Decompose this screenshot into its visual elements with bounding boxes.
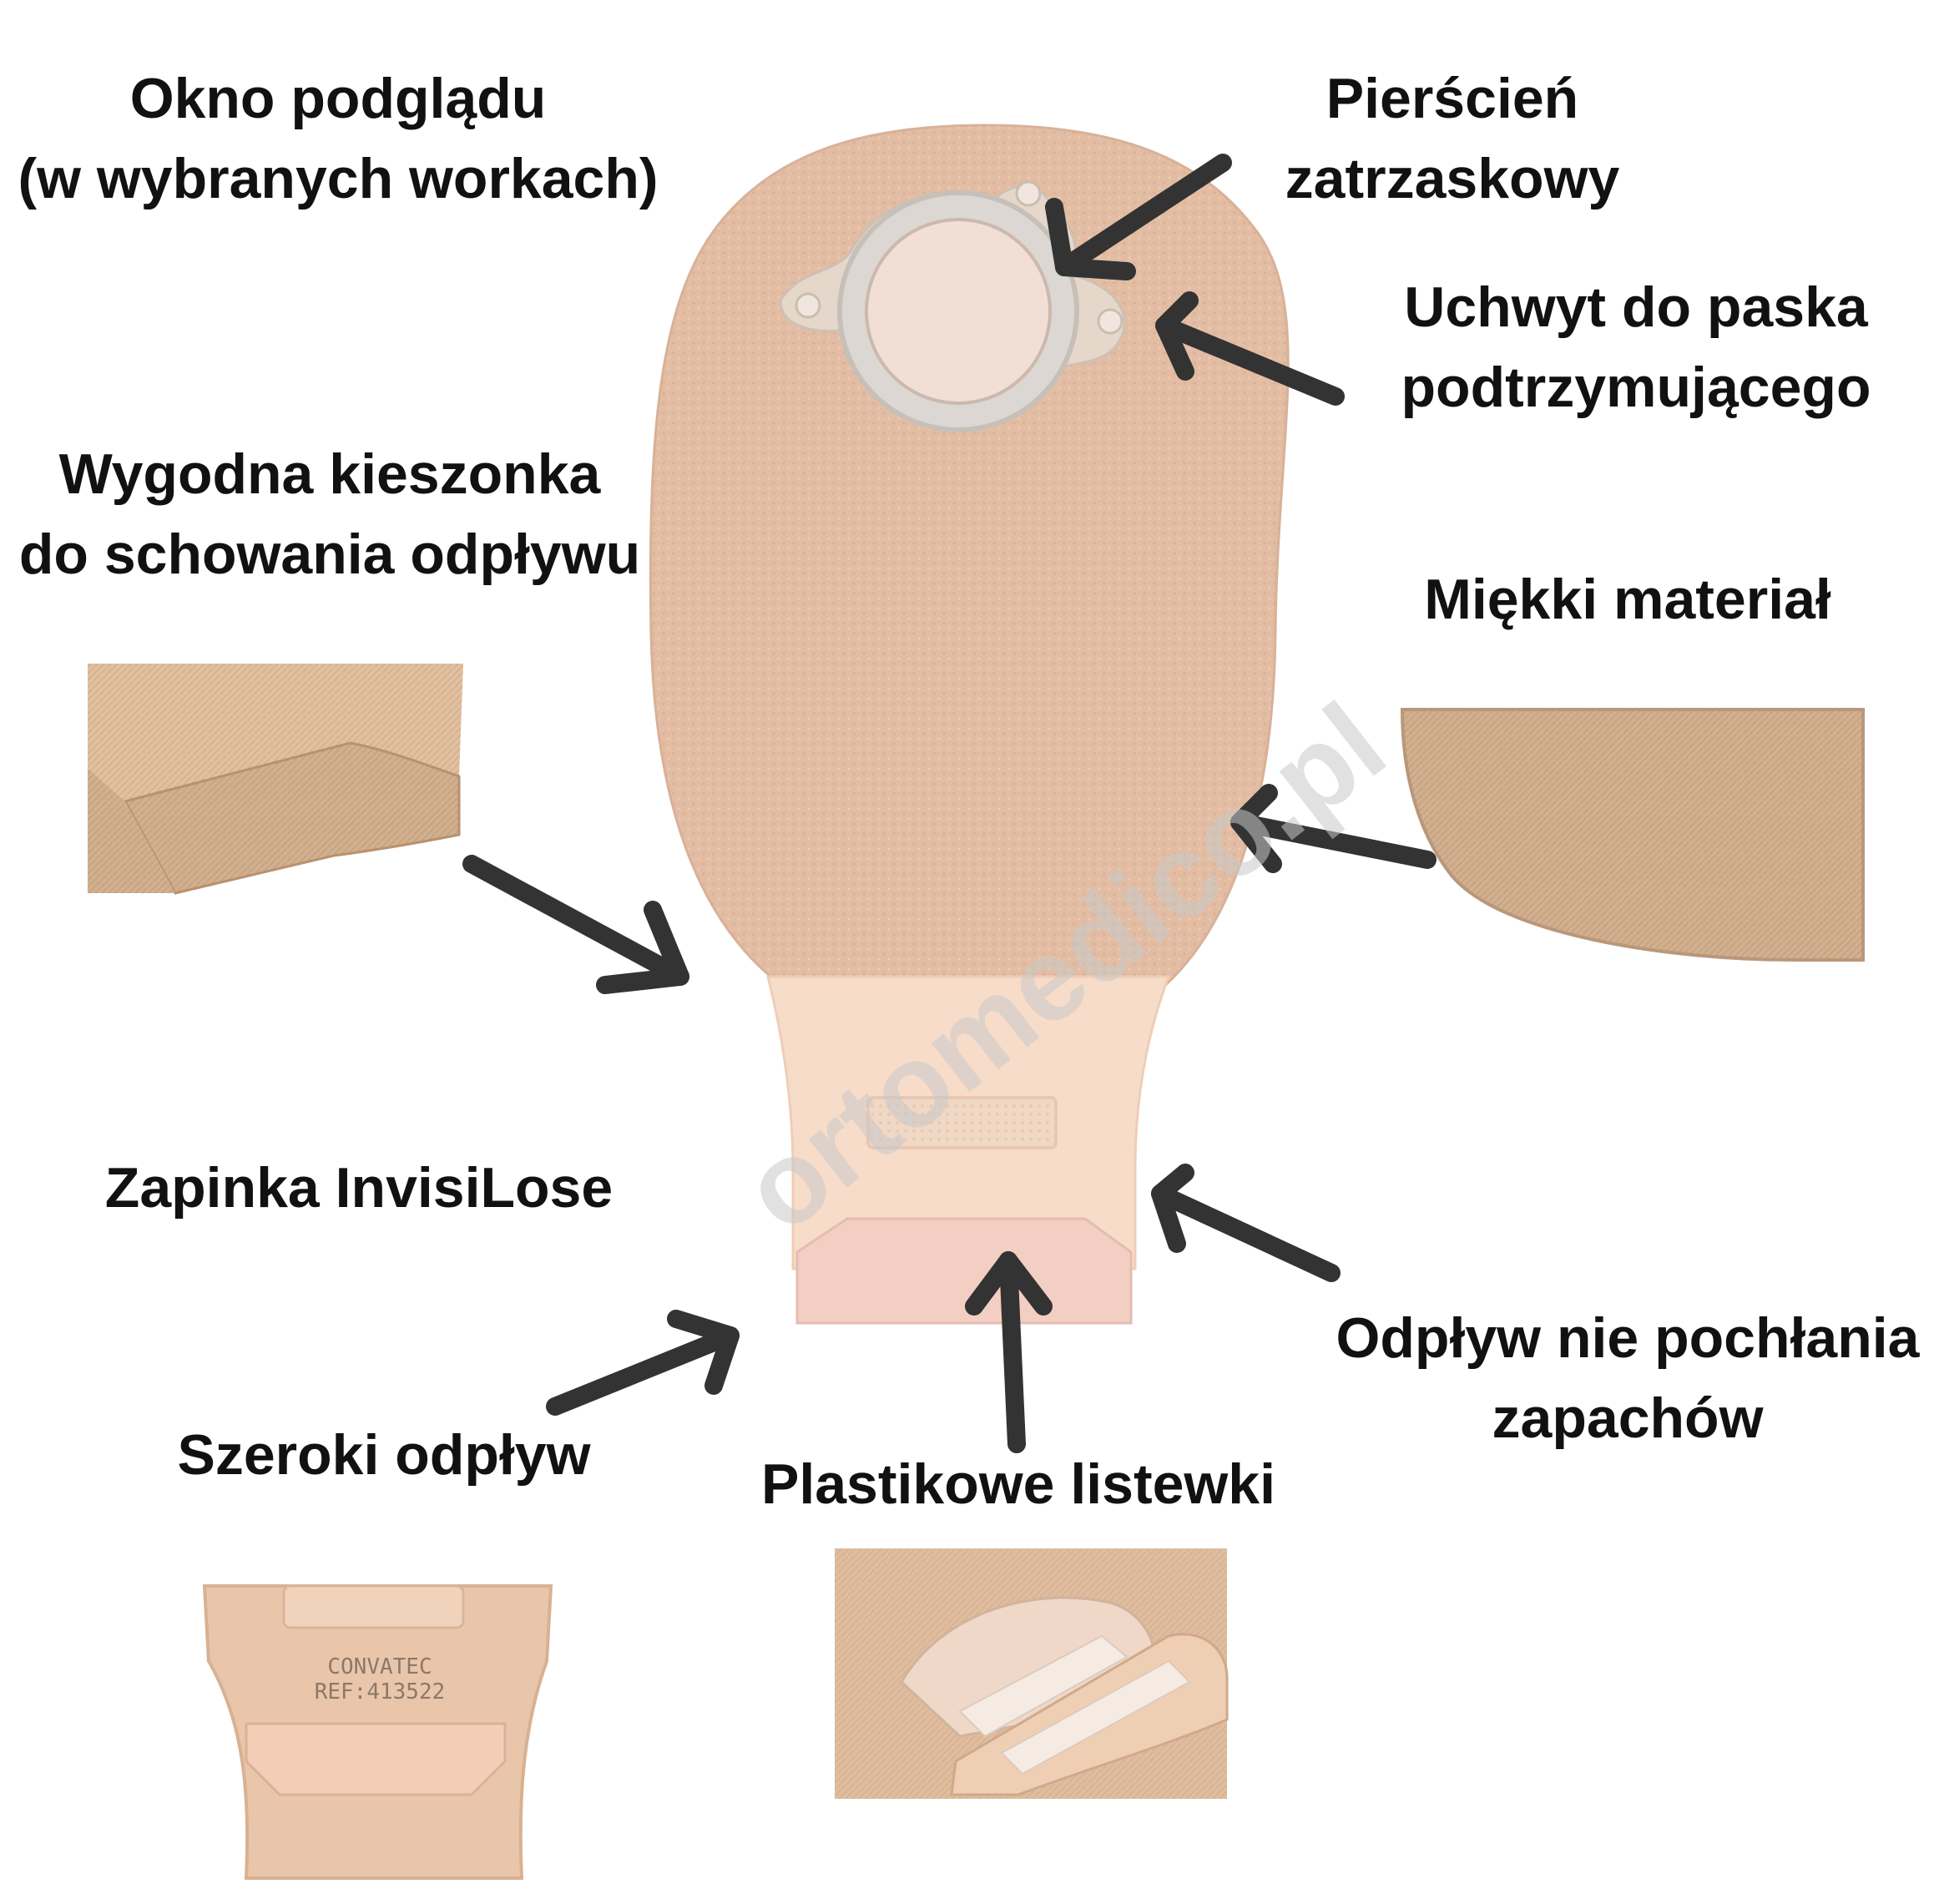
label-odplyw-line1: Odpływ nie pochłania [1336, 1306, 1920, 1370]
label-kieszonka-line2: do schowania odpływu [18, 523, 641, 586]
invisilose-closure [866, 1096, 1058, 1149]
label-okno-line1: Okno podglądu [129, 67, 547, 130]
label-zapinka-invisilose: Zapinka InvisiLose [75, 1148, 643, 1228]
arrow-pocket [462, 855, 689, 994]
arrow-soft-material [1230, 784, 1437, 873]
product-brand-text: CONVATEC [327, 1654, 432, 1679]
arrow-odor [1151, 1164, 1341, 1282]
photo-wide-outlet: CONVATEC REF:413522 [202, 1584, 553, 1880]
label-odplyw-line2: zapachów [1492, 1386, 1764, 1450]
arrow-plastic-strips [965, 1251, 1053, 1453]
ostomy-pouch [649, 124, 1290, 1325]
product-ref-text: REF:413522 [315, 1679, 446, 1705]
arrow-ring [1045, 154, 1232, 280]
label-miekki-line1: Miękki materiał [1424, 568, 1831, 631]
photo-plastic-strips [835, 1548, 1229, 1799]
arrow-belt-tab [1155, 291, 1345, 406]
label-plastikowe-listewki: Plastikowe listewki [735, 1444, 1302, 1524]
flange-ring [779, 180, 1126, 432]
label-szeroki-odplyw: Szeroki odpływ [125, 1415, 643, 1495]
label-pierscien-line2: zatrzaskowy [1285, 147, 1620, 210]
label-okno-podgladu: Okno podglądu (w wybranych workach) [0, 58, 676, 219]
label-uchwyt-do-paska: Uchwyt do paska podtrzymującego [1369, 267, 1903, 427]
label-uchwyt-line2: podtrzymującego [1401, 356, 1871, 419]
photo-soft-material [1400, 708, 1865, 962]
label-wygodna-kieszonka: Wygodna kieszonka do schowania odpływu [0, 434, 659, 594]
label-kieszonka-line1: Wygodna kieszonka [58, 442, 601, 506]
label-pierscien-line1: Pierścień [1325, 67, 1579, 130]
label-miekki-material: Miękki materiał [1377, 559, 1878, 639]
arrow-wide-outlet [546, 1310, 740, 1416]
outlet-plastic-strip [795, 1217, 1133, 1325]
label-pierscien-zatrzaskowy: Pierścień zatrzaskowy [1235, 58, 1669, 219]
label-szeroki-line1: Szeroki odpływ [177, 1423, 591, 1487]
label-okno-line2: (w wybranych workach) [18, 147, 659, 210]
photo-pocket [88, 664, 463, 897]
label-uchwyt-line1: Uchwyt do paska [1404, 275, 1868, 339]
label-listewki-line1: Plastikowe listewki [760, 1452, 1276, 1516]
pouch-upper-body [649, 124, 1290, 995]
label-odplyw-zapachow: Odpływ nie pochłania zapachów [1319, 1298, 1936, 1458]
arrows [462, 154, 1437, 1453]
label-zapinka-line1: Zapinka InvisiLose [104, 1156, 614, 1220]
